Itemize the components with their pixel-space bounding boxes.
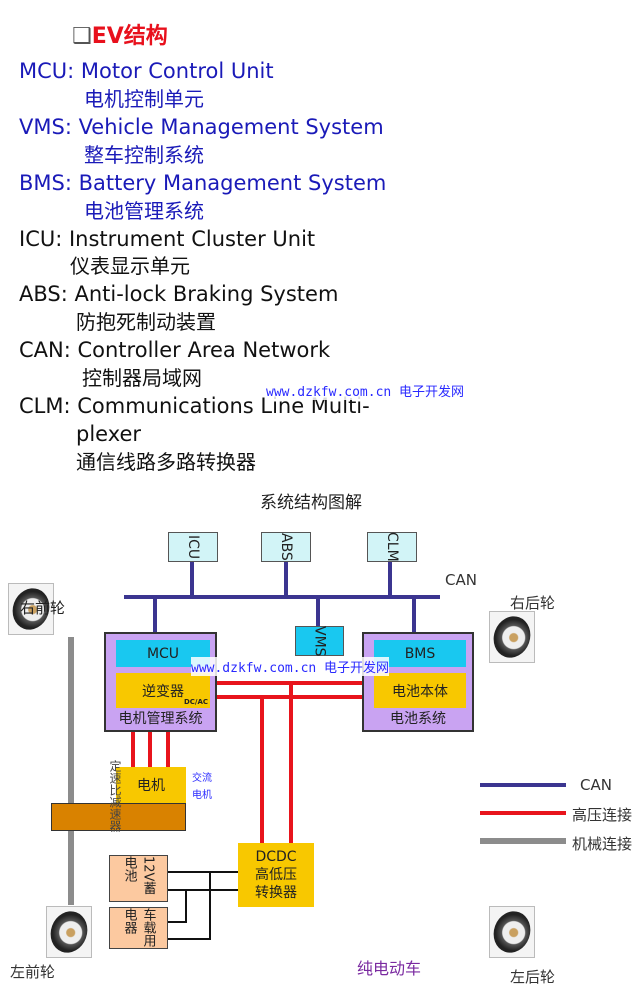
reducer-node <box>51 803 186 831</box>
term-clm-cont: plexer <box>76 422 142 446</box>
bms-node: BMS <box>374 640 466 667</box>
motor-note-2: 电机 <box>192 790 212 801</box>
can-label: CAN <box>445 571 477 589</box>
icu-label: ICU <box>185 534 201 560</box>
legend-high-voltage: 高压连接 <box>572 806 633 824</box>
wheel-left-rear <box>487 906 537 958</box>
dcdc-node: DCDC 高低压转换器 <box>238 843 314 907</box>
low-voltage-lines <box>168 871 239 940</box>
wheel-right-rear <box>487 611 537 663</box>
watermark-2: www.dzkfw.com.cn 电子开发网 <box>191 657 390 676</box>
wheel-lr-label: 左后轮 <box>510 968 556 986</box>
abs-label: ABS <box>278 533 294 561</box>
term-clm-zh: 通信线路多路转换器 <box>76 450 256 474</box>
slide-title: ❑EV结构 <box>72 18 168 50</box>
wheel-icon <box>44 906 94 958</box>
watermark: www.dzkfw.com.cn 电子开发网 <box>266 381 465 400</box>
title-text: EV结构 <box>91 24 168 49</box>
battery-sys-label: 电池系统 <box>390 711 446 727</box>
legend-mechanical: 机械连接 <box>572 835 633 853</box>
high-voltage-lines <box>131 681 376 845</box>
battery-pack-node: 电池本体 <box>374 673 466 708</box>
term-bms-zh: 电池管理系统 <box>84 199 204 223</box>
dcdc-label-2: 高低压 <box>255 867 297 883</box>
wheel-icon <box>487 611 537 663</box>
wheel-rr-label: 右后轮 <box>510 594 556 612</box>
can-bus <box>124 562 440 634</box>
term-mcu-zh: 电机控制单元 <box>84 87 204 111</box>
inverter-tag: DC/AC <box>183 698 208 706</box>
appliances-node: 车载用电器 <box>109 907 168 949</box>
wheel-right-front <box>6 583 56 635</box>
diagram-caption: 纯电动车 <box>357 959 422 978</box>
vms-node: VMS <box>295 626 344 656</box>
term-mcu: MCU: Motor Control Unit <box>19 59 274 83</box>
reducer-label: 定速比减速器 <box>108 760 122 832</box>
term-icu-zh: 仪表显示单元 <box>70 254 190 278</box>
wheel-rf-label: 右前轮 <box>20 599 66 617</box>
wheel-lf-label: 左前轮 <box>10 963 56 981</box>
motor-sys-label: 电机管理系统 <box>118 711 203 727</box>
abs-node: ABS <box>261 532 311 562</box>
battery-12v-node: 12V蓄电池 <box>109 855 168 902</box>
motor-note: 交流 <box>192 773 212 784</box>
checkbox-bullet-icon: ❑ <box>72 24 92 49</box>
term-icu: ICU: Instrument Cluster Unit <box>19 227 316 251</box>
term-abs: ABS: Anti-lock Braking System <box>19 282 339 306</box>
legend-lines <box>480 783 566 844</box>
term-vms: VMS: Vehicle Management System <box>19 115 384 139</box>
vms-label: VMS <box>311 625 328 657</box>
term-can-zh: 控制器局域网 <box>82 366 202 390</box>
term-abs-zh: 防抱死制动装置 <box>76 310 216 334</box>
dcdc-label-3: 转换器 <box>255 885 297 901</box>
dcdc-label: DCDC <box>255 849 297 865</box>
motor-node: 电机 <box>116 767 186 803</box>
icu-node: ICU <box>168 532 218 562</box>
inverter-label: 逆变器 <box>142 683 184 700</box>
wheel-icon <box>487 906 537 958</box>
term-can: CAN: Controller Area Network <box>19 338 331 362</box>
wheel-left-front <box>44 906 94 958</box>
clm-label: CLM <box>384 532 400 562</box>
diagram-title: 系统结构图解 <box>260 493 362 513</box>
clm-node: CLM <box>367 532 417 562</box>
term-vms-zh: 整车控制系统 <box>84 143 204 167</box>
term-bms: BMS: Battery Management System <box>19 171 387 195</box>
legend-can: CAN <box>580 776 612 794</box>
